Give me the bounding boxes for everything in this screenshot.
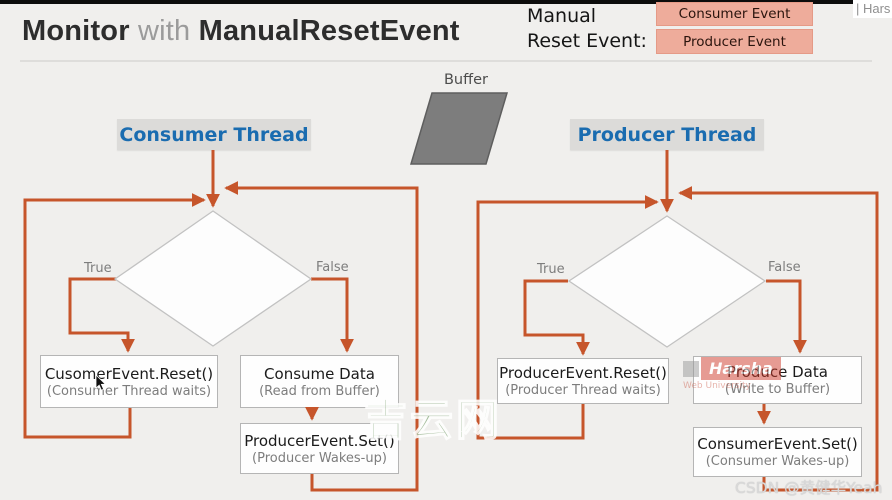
consume-data-title: Consume Data — [264, 364, 375, 383]
title-part-monitor: Monitor — [22, 15, 130, 47]
consumer-true-line — [68, 277, 135, 353]
consumer-return-loop-line — [224, 181, 419, 492]
channel-name-text: | Hars — [856, 1, 891, 16]
producer-event-button[interactable]: Producer Event — [656, 29, 813, 54]
producer-true-label: True — [537, 262, 565, 277]
center-watermark: 吉云网 — [363, 395, 502, 447]
consumer-reset-title: CusomerEvent.Reset() — [44, 364, 214, 383]
consumer-event-button[interactable]: Consumer Event — [656, 2, 813, 26]
buffer-label: Buffer — [443, 72, 488, 88]
harsha-logo-watermark: Harsha Web University — [683, 357, 781, 391]
consume-data-box: Consume Data (Read from Buffer) — [240, 355, 399, 408]
top-right-white-patch — [853, 0, 892, 18]
title-part-event: ManualResetEvent — [198, 15, 460, 47]
page-title: Monitor with ManualResetEvent — [22, 15, 460, 48]
manual-reset-event-label: Manual Reset Event: — [527, 4, 647, 54]
csdn-watermark: CSDN @黄健华Yeah — [735, 479, 883, 497]
consumer-true-label: True — [84, 261, 112, 276]
harsha-logo-text: Harsha — [701, 357, 781, 380]
producer-reset-subtitle: (Producer Thread waits) — [505, 383, 661, 398]
manual-reset-line2: Reset Event: — [527, 30, 647, 52]
manual-reset-line1: Manual — [527, 5, 597, 27]
producer-wait-loop-line — [476, 195, 659, 440]
header-divider — [20, 60, 872, 62]
producer-true-line — [523, 279, 590, 356]
consumer-reset-box: CusomerEvent.Reset() (Consumer Thread wa… — [40, 355, 218, 408]
producer-return-loop-line — [678, 186, 879, 492]
consumer-set-title: ConsumerEvent.Set() — [697, 435, 858, 453]
producer-set-title: ProducerEvent.Set() — [244, 431, 395, 450]
producer-set-subtitle: (Producer Wakes-up) — [252, 450, 387, 466]
consumer-set-subtitle: (Consumer Wakes-up) — [705, 454, 850, 469]
top-black-bar — [0, 0, 857, 4]
consumer-wait-loop-line — [23, 193, 206, 439]
producer-thread-header: Producer Thread — [570, 119, 764, 150]
producer-reset-box: ProducerEvent.Reset() (Producer Thread w… — [497, 358, 669, 404]
producer-false-label: False — [768, 260, 801, 275]
consumer-false-label: False — [316, 260, 349, 275]
produce-data-subtitle: (Write to Buffer) — [724, 382, 831, 397]
producer-reset-title: ProducerEvent.Reset() — [499, 364, 667, 382]
consumer-set-box: ConsumerEvent.Set() (Consumer Wakes-up) — [693, 427, 862, 477]
consumer-thread-header: Consumer Thread — [117, 119, 311, 150]
producer-set-box: ProducerEvent.Set() (Producer Wakes-up) — [240, 423, 399, 474]
consumer-decision-diamond — [113, 210, 313, 347]
harsha-logo-icon — [683, 361, 699, 377]
harsha-logo-subtext: Web University — [683, 381, 751, 391]
consumer-reset-subtitle: (Consumer Thread waits) — [46, 383, 212, 399]
mouse-cursor-icon — [95, 375, 107, 391]
title-part-with: with — [137, 15, 191, 47]
consume-data-subtitle: (Read from Buffer) — [259, 383, 380, 399]
producer-false-line — [766, 279, 807, 354]
consumer-false-line — [311, 277, 354, 353]
producer-decision-diamond — [567, 215, 767, 348]
buffer-shape — [409, 92, 509, 165]
